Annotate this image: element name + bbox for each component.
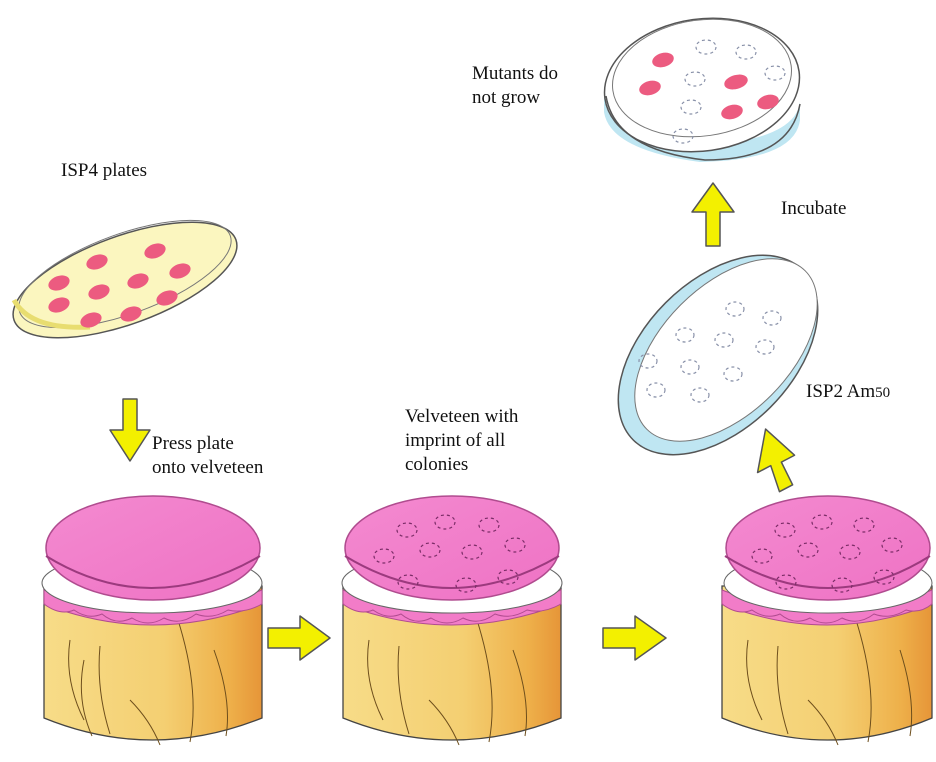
label-press-line2: onto velveteen [152,456,263,480]
label-velveteen-line3: colonies [405,453,518,477]
down-arrow [110,399,150,461]
right-arrow-2 [603,616,666,660]
isp2-plate [581,218,855,492]
velveteen-block-2 [342,496,562,745]
velveteen-block-1 [42,496,262,745]
label-press-line1: Press plate [152,432,263,456]
label-isp2-main: ISP2 Am [806,381,875,402]
label-velveteen-imprint: Velveteen with imprint of all colonies [405,405,518,477]
up-arrow-transfer [752,426,800,495]
label-isp2-am50: ISP2 Am50 [806,380,890,405]
label-incubate: Incubate [781,197,846,221]
label-isp2-sub: 50 [875,385,890,401]
label-velveteen-line2: imprint of all [405,429,518,453]
label-mutants: Mutants do not grow [472,62,558,110]
incubated-plate [596,6,808,164]
label-press-plate: Press plate onto velveteen [152,432,263,480]
label-velveteen-line1: Velveteen with [405,405,518,429]
label-mutants-line2: not grow [472,86,558,110]
right-arrow-1 [268,616,330,660]
label-mutants-line1: Mutants do [472,62,558,86]
up-arrow-incubate [692,183,734,246]
label-isp4-plates: ISP4 plates [61,159,147,183]
velveteen-block-3 [722,496,932,745]
isp4-plate [0,198,251,362]
